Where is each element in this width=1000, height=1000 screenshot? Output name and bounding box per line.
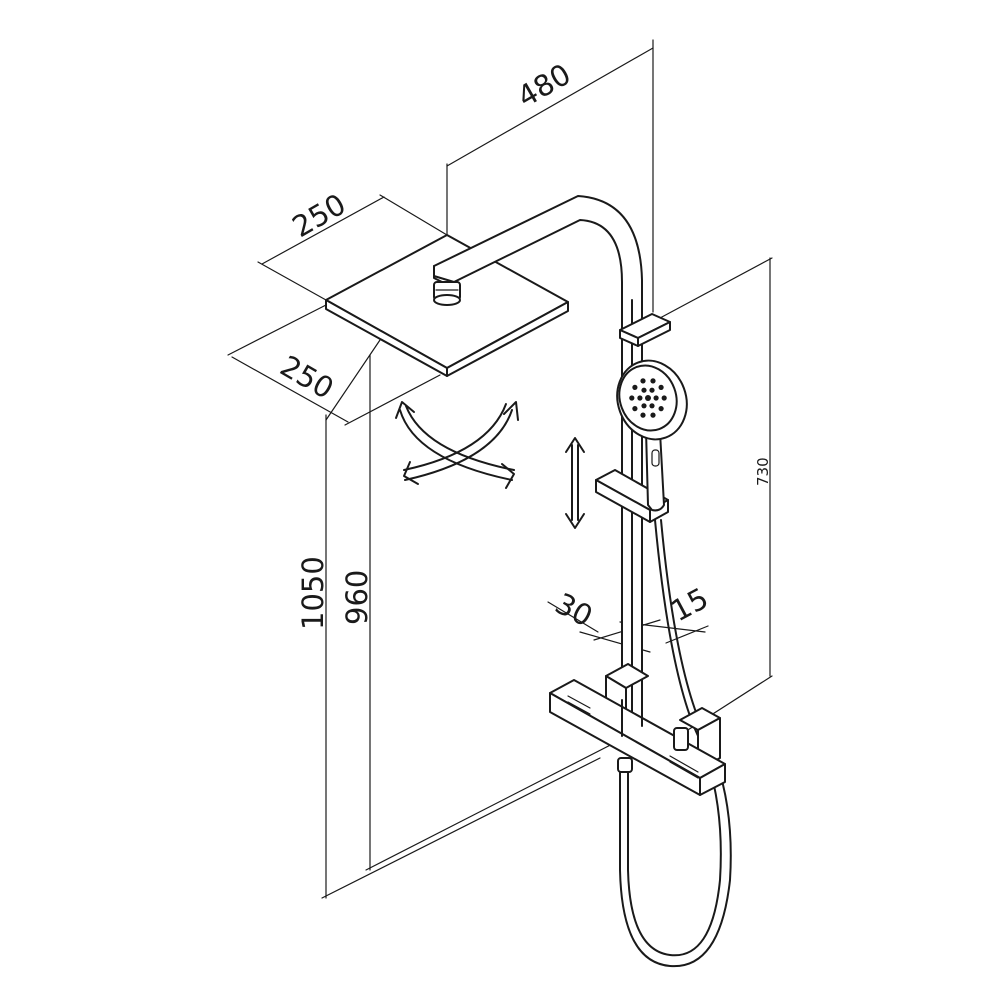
thermostatic-mixer <box>549 663 726 796</box>
dimension-label-480: 480 <box>512 57 577 114</box>
nozzle-dot <box>637 395 643 401</box>
dimension-label-730: 730 <box>754 457 772 486</box>
rotation-arrows-icon <box>395 401 519 489</box>
nozzle-dot <box>632 384 638 390</box>
dimension-label-30: 30 <box>550 586 599 633</box>
nozzle-dot <box>640 378 646 384</box>
dimension-250-bottom: 250 <box>227 304 441 426</box>
nozzle-dot <box>641 387 647 393</box>
nozzle-dot <box>649 403 655 409</box>
dimension-label-960: 960 <box>340 570 374 625</box>
dimension-label-250-bottom: 250 <box>275 349 340 406</box>
nozzle-dot <box>661 395 667 401</box>
dimension-1050: 1050 <box>296 339 601 899</box>
dimension-730: 730 <box>659 257 773 736</box>
shower-hose <box>617 519 732 968</box>
nozzle-dot <box>658 406 664 412</box>
nozzle-dot <box>653 395 659 401</box>
dimension-960: 960 <box>340 354 631 871</box>
dimension-label-1050: 1050 <box>296 556 330 630</box>
nozzle-dot <box>629 395 635 401</box>
dimension-label-15: 15 <box>665 581 714 628</box>
nozzle-dot <box>640 412 646 418</box>
vertical-slide-arrow-icon <box>565 437 585 529</box>
nozzle-dot <box>632 406 638 412</box>
nozzle-dot <box>658 384 664 390</box>
nozzle-dot <box>645 395 651 401</box>
nozzle-dot <box>641 403 647 409</box>
hand-shower <box>616 359 688 512</box>
nozzle-dot <box>650 378 656 384</box>
shower-arm <box>433 195 643 741</box>
nozzle-dot <box>650 412 656 418</box>
dimension-label-250-top: 250 <box>287 187 352 244</box>
hand-shower-nozzles <box>629 378 667 418</box>
head-connector <box>433 281 461 306</box>
nozzle-dot <box>649 387 655 393</box>
